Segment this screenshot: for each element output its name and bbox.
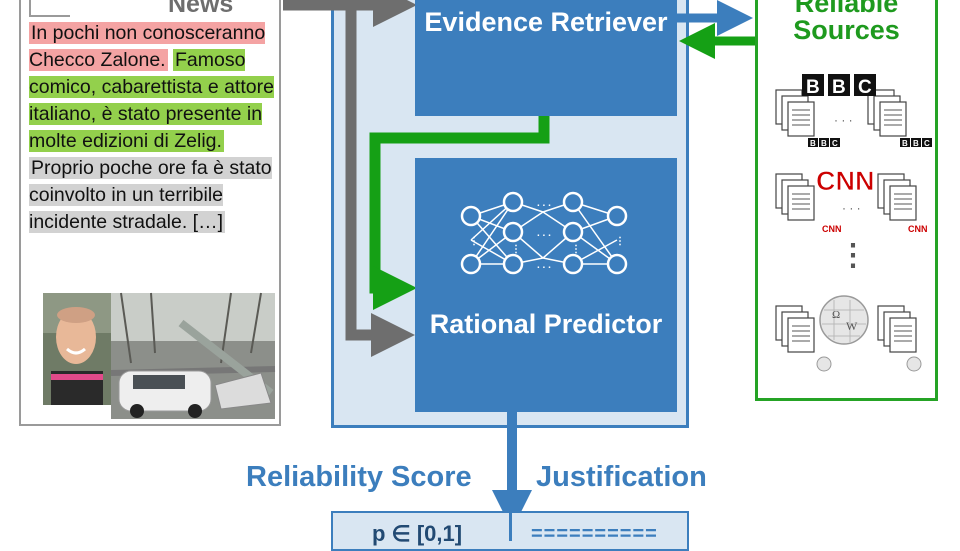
cnn-logo-icon: CNN CNN CNN · · · [775,166,928,234]
justification-value: ========== [531,523,658,545]
svg-text:⋮: ⋮ [469,236,479,247]
svg-text:⋮: ⋮ [615,236,625,247]
svg-text:CNN: CNN [816,166,875,196]
svg-text:B: B [810,139,816,148]
svg-text:B: B [832,77,846,98]
svg-text:C: C [924,139,930,148]
svg-text:⋮: ⋮ [511,244,521,255]
car-crash-photo-icon [110,292,276,419]
svg-text:. . .: . . . [537,198,551,209]
news-text: In pochi non conosceranno Checco Zalone.… [29,20,275,236]
news-sentence-unverified: Proprio poche ore fa è stato coinvolto i… [29,157,272,233]
svg-text:C: C [858,77,872,98]
portrait-photo-icon [43,293,111,405]
svg-text:⋮: ⋮ [571,244,581,255]
rational-predictor-label: Rational Predictor [429,309,663,339]
evidence-retriever-label: Evidence Retriever [424,7,668,37]
svg-text:B: B [806,77,820,98]
justification-label: Justification [536,461,707,493]
svg-text:· · ·: · · · [842,201,861,215]
rational-predictor-block: ⋮ ⋮ . . . . . . . . . ⋮ ⋮ Rational Predictor [415,158,677,412]
wikipedia-globe-icon: Ω W [775,295,922,372]
news-title: News [168,0,234,18]
svg-text:B: B [913,139,919,148]
svg-text:C: C [832,139,838,148]
output-divider [509,511,512,541]
reliability-score-value: p ∈ [0,1] [372,521,463,546]
neural-network-icon: ⋮ ⋮ . . . . . . . . . ⋮ ⋮ [460,191,628,275]
retriever-to-predictor-arrow [369,116,550,310]
svg-text:. . .: . . . [537,228,551,239]
news-to-predictor-arrow [345,5,415,357]
svg-text:W: W [846,319,858,333]
svg-text:CNN: CNN [908,224,928,234]
reliable-sources-title: Reliable Sources [793,0,900,45]
svg-text:· · ·: · · · [834,113,853,127]
sources-more-dots: ⋮ [838,239,868,272]
svg-text:B: B [821,139,827,148]
svg-text:B: B [902,139,908,148]
svg-text:CNN: CNN [822,224,842,234]
svg-text:Ω: Ω [832,309,840,321]
evidence-retriever-block: Evidence Retriever [415,0,677,116]
page-fold-icon [29,0,70,17]
svg-text:. . .: . . . [537,260,551,271]
reliability-score-label: Reliability Score [246,461,472,493]
